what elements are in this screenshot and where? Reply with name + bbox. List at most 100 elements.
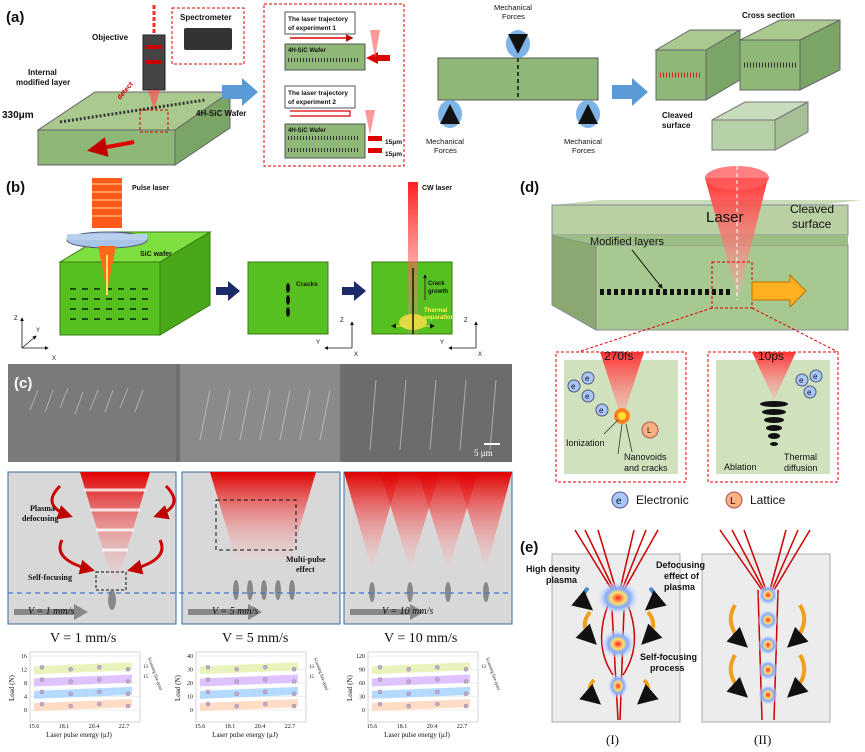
x-tick-label: 18.1 (397, 724, 408, 730)
y-tick-label: 0 (362, 708, 365, 714)
y-tick-label: 10 (187, 695, 193, 701)
axis-y-2: Y (316, 340, 320, 346)
self-focusing-e-1: Self-focusing (640, 652, 697, 662)
fs-label: 270fs (604, 349, 633, 363)
e-symbol-5: e (799, 376, 804, 385)
legend-lattice: Lattice (750, 493, 786, 507)
e-symbol-7: e (807, 388, 812, 397)
e-symbol-1: e (571, 382, 576, 391)
data-point (68, 667, 73, 672)
caption-v2: V = 5 mm/s (222, 631, 288, 646)
data-point (291, 667, 297, 672)
spectrometer-device (184, 28, 232, 50)
axis-z-3: Z (464, 318, 468, 324)
thermal-2: separation (424, 315, 455, 321)
panel-a-label: (a) (6, 9, 24, 26)
data-point (435, 665, 440, 670)
chart-frame (367, 651, 479, 723)
y-tick-label: 120 (356, 654, 365, 660)
data-point (377, 677, 383, 682)
z-tick-label: 13 (143, 665, 149, 670)
z-axis-label: Scanning line (μm) (313, 657, 330, 692)
spacing-2: 15μm (385, 151, 402, 158)
data-point (97, 677, 102, 682)
level-band (372, 699, 470, 712)
x-tick-label: 22.7 (457, 724, 468, 730)
x-tick-label: 20.4 (255, 724, 266, 730)
panel-e: (e) High density plasma Defocusing (520, 529, 831, 747)
panel-d-label: (d) (520, 179, 539, 196)
flow-arrow-b2 (342, 281, 366, 301)
ps-ablation-stack (760, 401, 788, 446)
data-point (234, 667, 239, 672)
nanovoids-2: and cracks (624, 463, 668, 473)
axis-x-1: X (52, 356, 56, 362)
axis-x-2: X (354, 352, 358, 358)
thickness-label: 330μm (2, 110, 34, 121)
label-i: (I) (606, 732, 619, 747)
l-symbol-fs: L (647, 426, 652, 435)
x-tick-label: 15.6 (367, 724, 378, 730)
wafer-strip-2 (284, 123, 366, 159)
crack-growth-1: Crack (428, 281, 445, 287)
crack-growth-2: growth (428, 289, 448, 295)
sem-image-3 (344, 364, 512, 462)
d-cleaved-2: surface (792, 217, 832, 231)
beam-c2 (210, 472, 316, 560)
defocusing-1: Defocusing (656, 560, 705, 570)
x-tick-label: 22.7 (285, 724, 296, 730)
defocusing-2: effect of (664, 571, 700, 581)
flow-arrow-2 (612, 78, 648, 106)
traj1-title-1: The laser trajectory (288, 16, 348, 23)
level-band (372, 662, 470, 675)
multi-pulse-2: effect (296, 565, 315, 574)
mech-right-2: Forces (572, 146, 595, 155)
sem-image-1 (8, 364, 176, 462)
v1-inline: V = 1 mm/s (28, 606, 74, 617)
level-band (372, 686, 470, 699)
e-symbol-3: e (585, 392, 590, 401)
modified-layer-line (59, 98, 206, 124)
traj2-title-1: The laser trajectory (288, 90, 348, 97)
data-point (435, 701, 440, 707)
spectrometer-label: Spectrometer (180, 13, 232, 22)
z-tick-label: 15 (309, 675, 315, 680)
data-point (97, 689, 102, 695)
x-tick-label: 15.6 (29, 724, 40, 730)
panel-e-label: (e) (520, 539, 538, 556)
plasma-blob-2 (602, 630, 634, 658)
sic-wafer-label: SiC wafer (140, 251, 172, 258)
z-axis-label: Scanning line (μm) (485, 657, 502, 692)
data-point (435, 689, 440, 695)
d-laser-label: Laser (706, 209, 744, 226)
pulse-laser-stack (66, 178, 148, 295)
cleaved-block-right (739, 39, 801, 91)
axis-x-3: X (478, 352, 482, 358)
axis-y-1: Y (36, 328, 40, 334)
v3-inline: V = 10 mm/s (382, 606, 433, 617)
x-tick-label: 20.4 (427, 724, 438, 730)
cleaved-a-2: surface (662, 121, 691, 130)
y-tick-label: 30 (187, 668, 193, 674)
data-point (263, 677, 268, 682)
e-rays-1 (574, 529, 659, 721)
y-tick-label: 4 (24, 695, 27, 701)
wafer-label: 4H-SiC Wafer (196, 109, 246, 118)
axis-z-2: Z (340, 318, 344, 324)
axes-b1 (20, 317, 49, 350)
y-tick-label: 90 (359, 668, 365, 674)
x-axis-label: Laser pulse energy (μJ) (384, 731, 450, 739)
level-band (34, 674, 132, 687)
x-tick-label: 18.1 (225, 724, 236, 730)
data-point (125, 679, 131, 684)
sic-side (159, 231, 211, 336)
scale-bar-label: 5 μm (474, 448, 493, 458)
panel-c-label: (c) (14, 375, 32, 392)
data-point (377, 665, 383, 670)
d-wafer-front (595, 244, 849, 331)
y-tick-label: 0 (24, 708, 27, 714)
data-point (234, 703, 239, 709)
d-cleaved-1: Cleaved (790, 202, 834, 216)
internal-label-2: modified layer (16, 78, 70, 87)
